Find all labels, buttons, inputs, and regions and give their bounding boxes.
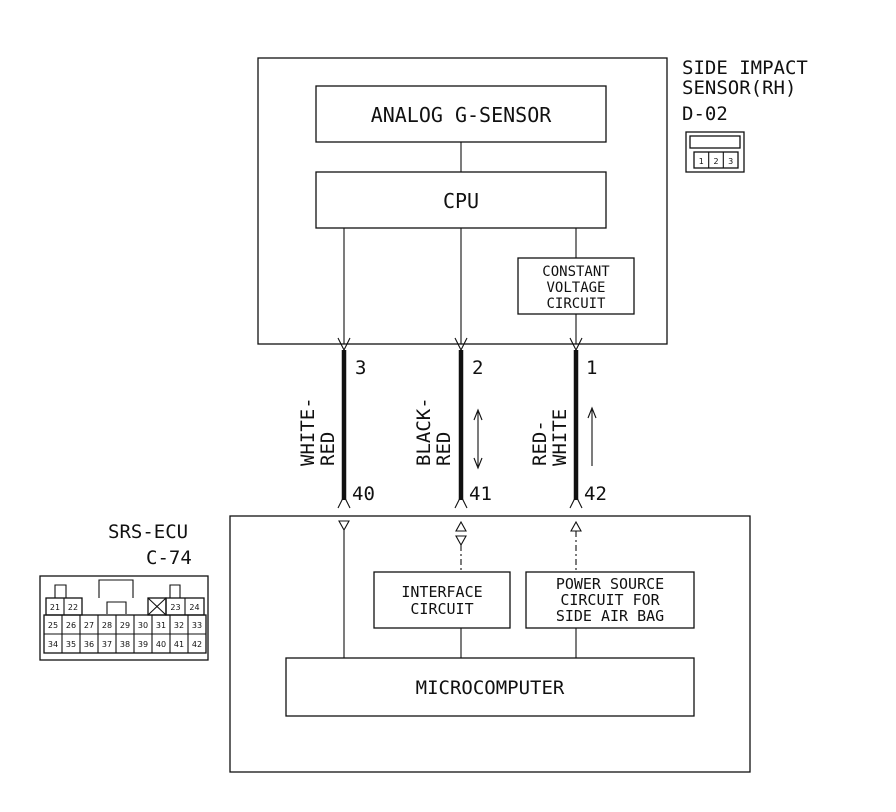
c74-pin-36: 36 xyxy=(84,640,94,649)
cpu-label: CPU xyxy=(443,189,479,213)
c74-pin-32: 32 xyxy=(174,621,184,630)
interface-circuit-line1: INTERFACE xyxy=(401,583,482,601)
c74-pin-35: 35 xyxy=(66,640,76,649)
sensor-connector-id: D-02 xyxy=(682,103,728,125)
c74-pin-28: 28 xyxy=(102,621,112,630)
wire3-ecu-pin: 42 xyxy=(584,483,607,505)
c74-pin-40: 40 xyxy=(156,640,166,649)
c74-pin-31: 31 xyxy=(156,621,166,630)
constant-voltage-line1: CONSTANT xyxy=(542,264,610,280)
c74-pin-21: 21 xyxy=(50,603,60,612)
power-source-line1: POWER SOURCE xyxy=(556,575,664,593)
power-source-line3: SIDE AIR BAG xyxy=(556,607,664,625)
wire-white-red: 3 40 WHITE- RED xyxy=(297,337,375,509)
wire3-color-line1: RED- xyxy=(529,420,551,466)
ecu-output-triangle-42 xyxy=(570,520,582,532)
wire2-color-line2: RED xyxy=(433,432,455,466)
sensor-housing xyxy=(257,57,668,345)
c74-pin-25: 25 xyxy=(48,621,58,630)
c74-pin-34: 34 xyxy=(48,640,58,649)
ecu-connector-face: 21 22 23 24 25 26 27 28 29 30 31 32 33 3… xyxy=(39,575,209,661)
c74-pin-37: 37 xyxy=(102,640,112,649)
ecu-title: SRS-ECU xyxy=(108,521,188,543)
c74-pin-42: 42 xyxy=(192,640,202,649)
wire2-color-line1: BLACK- xyxy=(413,397,435,466)
wire1-sensor-pin: 3 xyxy=(355,357,366,379)
c74-pin-38: 38 xyxy=(120,640,130,649)
c74-pin-33: 33 xyxy=(192,621,202,630)
wire-red-white: 1 42 RED- WHITE xyxy=(529,337,607,509)
c74-pin-39: 39 xyxy=(138,640,148,649)
c74-pin-26: 26 xyxy=(66,621,76,630)
ecu-triangle-up-41 xyxy=(455,520,467,532)
wire3-sensor-pin: 1 xyxy=(586,357,597,379)
c74-pin-41: 41 xyxy=(174,640,184,649)
c74-pin-22: 22 xyxy=(68,603,78,612)
ecu-connector-id: C-74 xyxy=(146,547,192,569)
interface-circuit-box xyxy=(373,571,511,629)
wire-black-red: 2 41 BLACK- RED xyxy=(413,337,492,509)
wire1-ecu-pin: 40 xyxy=(352,483,375,505)
wire1-color-line1: WHITE- xyxy=(297,397,319,466)
sensor-pin-2: 2 xyxy=(713,157,718,166)
c74-pin-24: 24 xyxy=(189,603,199,612)
ecu-input-triangle-40 xyxy=(338,520,350,532)
c74-pin-29: 29 xyxy=(120,621,130,630)
c74-pin-30: 30 xyxy=(138,621,148,630)
interface-circuit-line2: CIRCUIT xyxy=(410,600,473,618)
c74-pin-27: 27 xyxy=(84,621,94,630)
wire2-ecu-pin: 41 xyxy=(469,483,492,505)
sensor-title-line2: SENSOR(RH) xyxy=(682,77,796,99)
constant-voltage-line3: CIRCUIT xyxy=(546,296,606,312)
sensor-pin-3: 3 xyxy=(728,157,733,166)
microcomputer-label: MICROCOMPUTER xyxy=(416,677,565,699)
constant-voltage-line2: VOLTAGE xyxy=(546,280,605,296)
wire1-color-line2: RED xyxy=(317,432,339,466)
microcomputer-box xyxy=(285,657,695,717)
wire2-sensor-pin: 2 xyxy=(472,357,483,379)
analog-g-sensor-label: ANALOG G-SENSOR xyxy=(371,103,553,127)
ecu-triangle-down-41 xyxy=(455,535,467,547)
power-source-box xyxy=(525,571,695,629)
sensor-connector-face: 1 2 3 xyxy=(685,131,745,173)
c74-pin-23: 23 xyxy=(170,603,180,612)
sensor-pin-1: 1 xyxy=(699,157,704,166)
ecu-housing xyxy=(229,515,751,773)
power-source-line2: CIRCUIT FOR xyxy=(560,591,660,609)
sensor-title-line1: SIDE IMPACT xyxy=(682,57,808,79)
wire3-color-line2: WHITE xyxy=(549,409,571,466)
